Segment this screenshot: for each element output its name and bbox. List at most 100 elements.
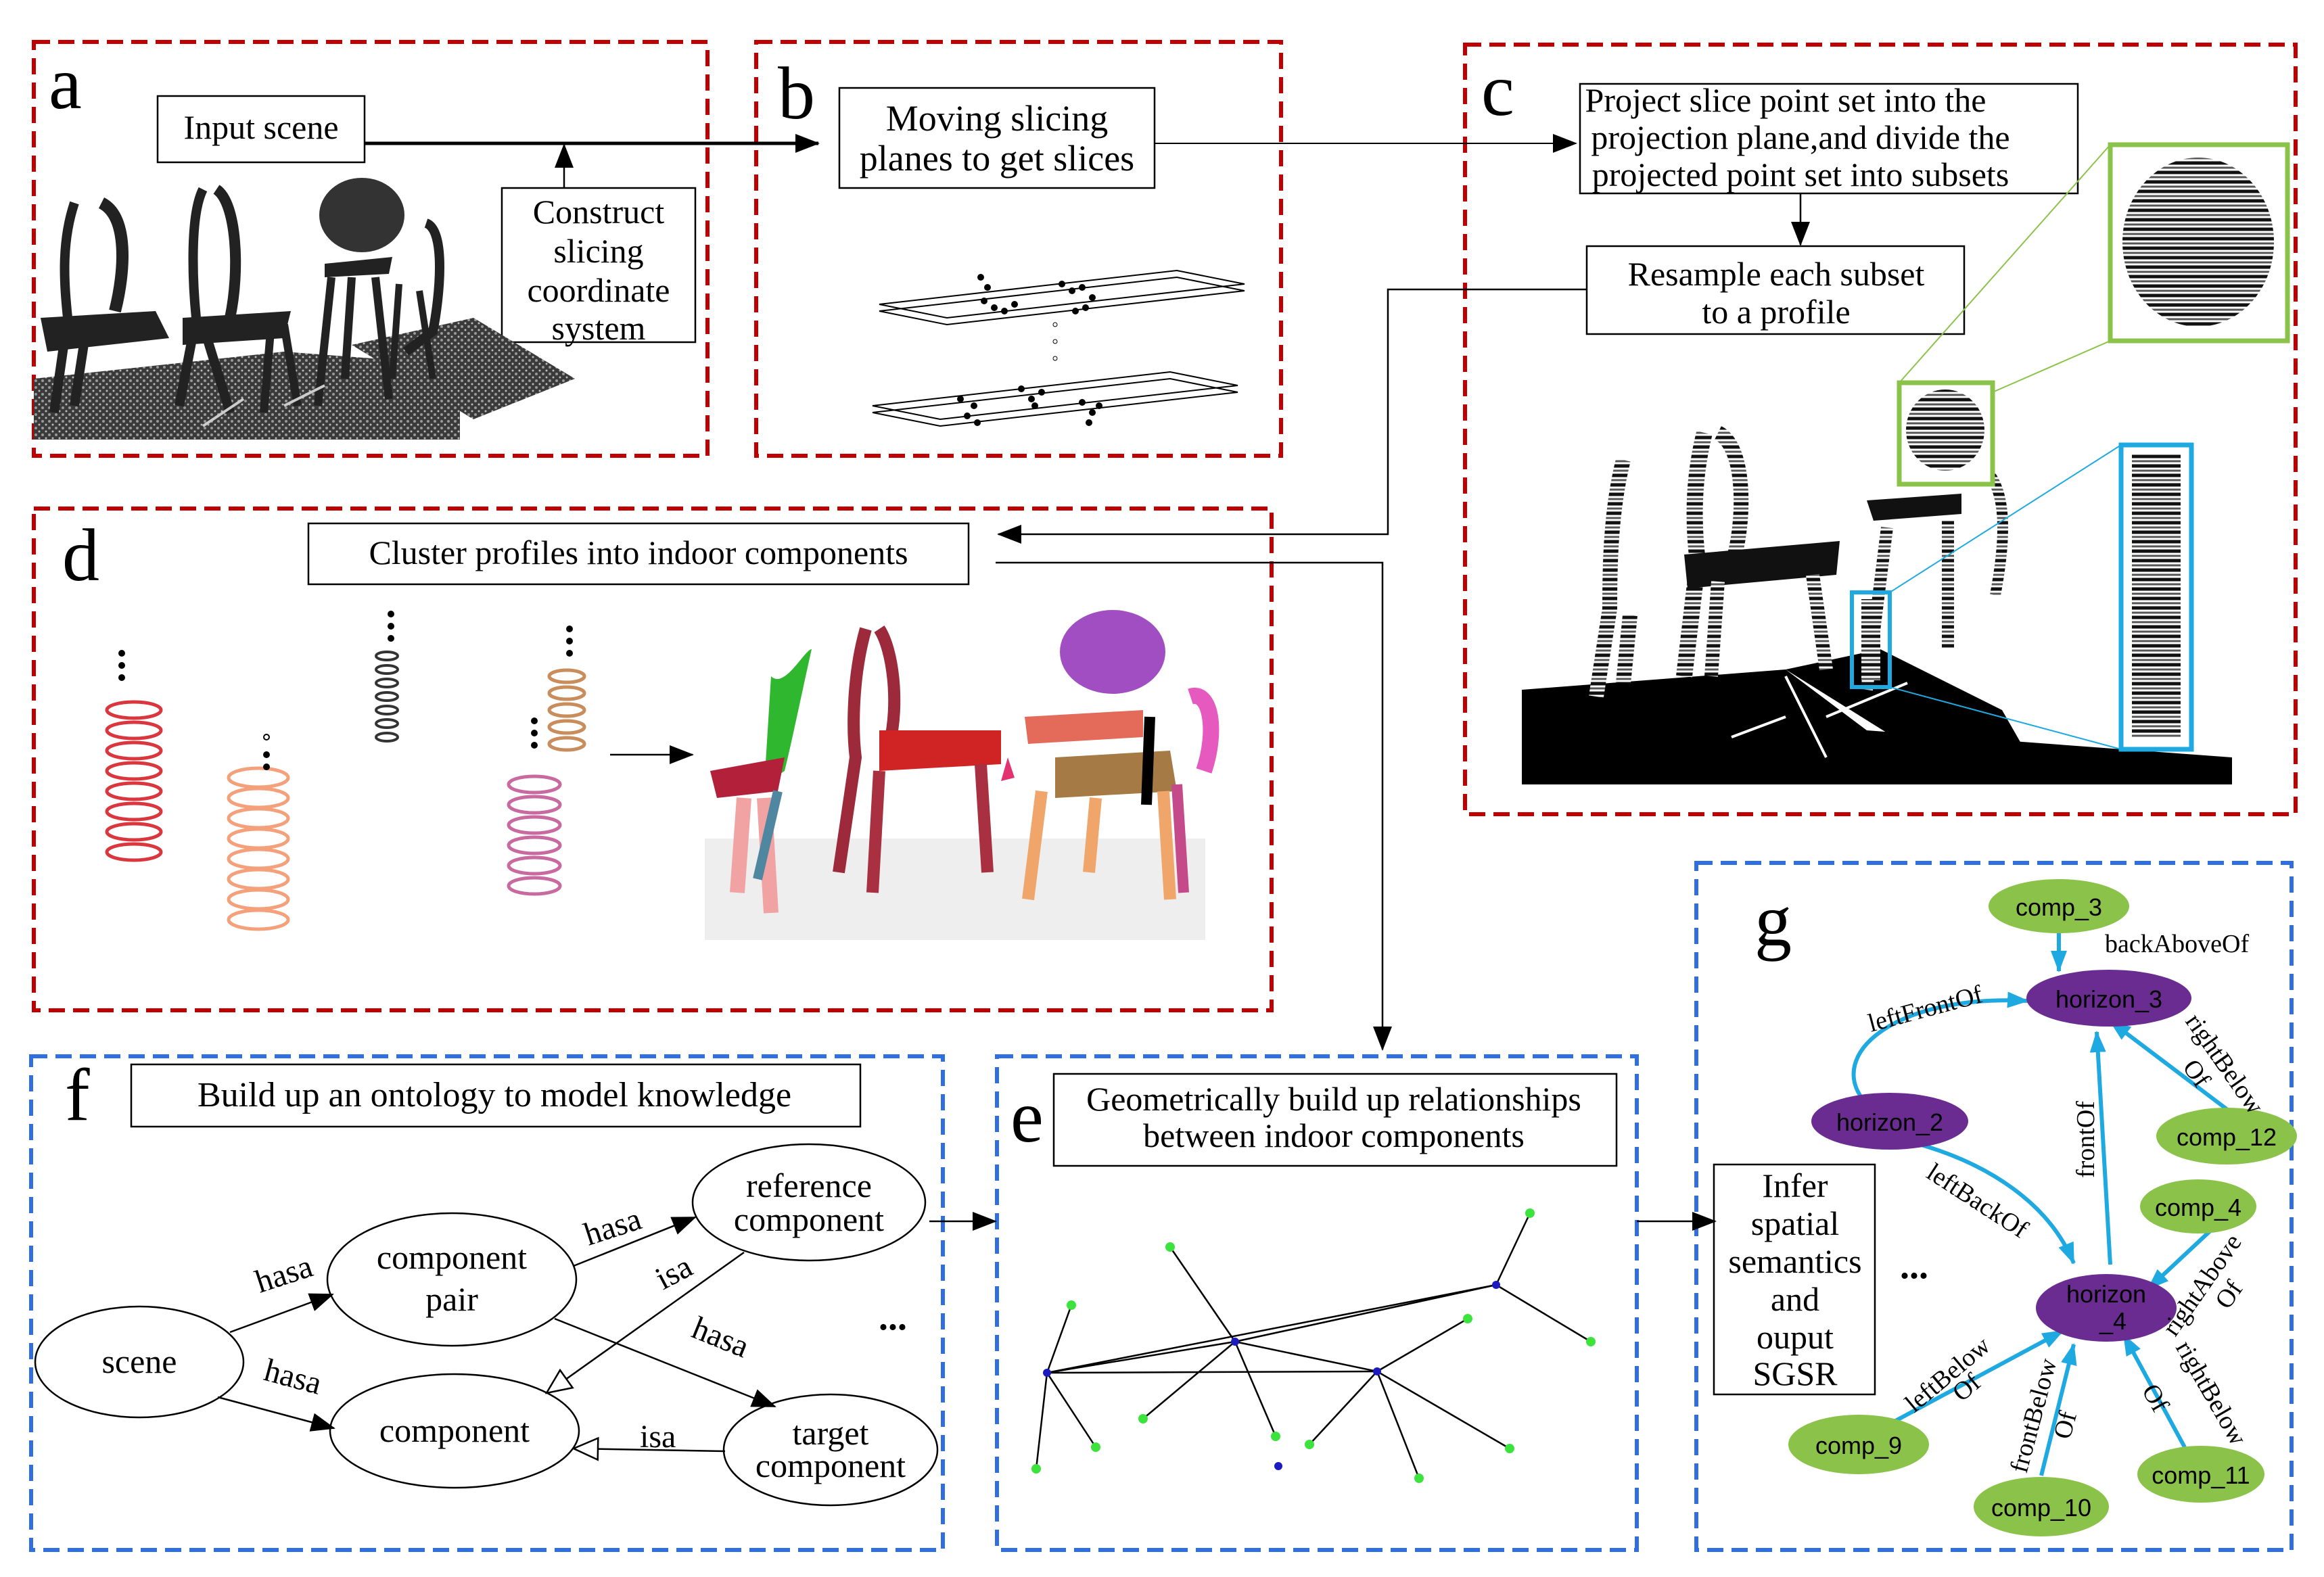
input-scene-box [156, 95, 366, 164]
node-horizon-4-line-1: horizon [2066, 1280, 2146, 1308]
node-comp-4 [2140, 1179, 2256, 1233]
node-comp-11-label: comp_11 [2152, 1461, 2250, 1489]
segmented-scene-image [705, 610, 1219, 940]
panel-c: c Project slice point set into the proje… [1463, 43, 2298, 816]
slicing-planes-illustration [872, 269, 1245, 427]
edge-hasa-4: hasa [687, 1310, 754, 1365]
resample-line-1: Resample each subset [1628, 255, 1925, 293]
panel-b: b Moving slicing planes to get slices [754, 40, 1283, 458]
panel-c-letter: c [1481, 49, 1514, 131]
edge-backAboveOf: backAboveOf [2105, 930, 2249, 958]
input-scene-label: Input scene [183, 108, 338, 146]
node-target-component [722, 1393, 939, 1507]
node-comp-12-label: comp_12 [2177, 1123, 2277, 1151]
geom-line-1: Geometrically build up relationships [1086, 1080, 1581, 1118]
node-comp-10-label: comp_10 [1991, 1494, 2091, 1522]
panel-g: g ... comp_3 horizon_3 horizon_2 comp_12… [1694, 861, 2297, 1552]
relationship-nodes [1031, 1208, 1596, 1483]
edge-frontBelowOf-line-2: Of [2048, 1408, 2083, 1442]
edge-leftFrontOf: leftFrontOf [1865, 980, 1985, 1037]
panel-f: f Build up an ontology to model knowledg… [29, 1054, 945, 1552]
panel-a-letter: a [49, 42, 82, 124]
node-comp-3-label: comp_3 [2016, 893, 2102, 921]
node-target-line-1: target [793, 1414, 869, 1452]
edge-isa-2: isa [640, 1419, 676, 1455]
moving-line-1: Moving slicing [886, 98, 1109, 139]
moving-box [838, 87, 1156, 189]
project-box [1579, 83, 2079, 195]
infer-box [1713, 1163, 1876, 1396]
node-comp-3 [1989, 879, 2129, 933]
slice-points [957, 274, 1102, 426]
panel-b-letter: b [778, 52, 815, 135]
construct-line-3: coordinate [527, 271, 670, 309]
build-label: Build up an ontology to model knowledge [197, 1076, 791, 1114]
green-zoom [1897, 142, 2290, 487]
node-comp-4-label: comp_4 [2155, 1194, 2241, 1221]
node-horizon-2 [1811, 1093, 1968, 1150]
edge-rightBelowOf-11-line-1: rightBelow [2170, 1336, 2252, 1451]
infer-box-group: Infer spatial semantics and ouput SGSR [1713, 1163, 1876, 1396]
construct-line-4: system [552, 309, 646, 347]
project-line-2: projection plane,and divide the [1591, 118, 2009, 156]
node-component-label: component [379, 1411, 530, 1449]
ontology-ellipsis: ... [879, 1296, 907, 1338]
semantic-graph-nodes: comp_3 horizon_3 horizon_2 comp_12 comp_… [1788, 879, 2297, 1536]
panel-e-letter: e [1010, 1075, 1044, 1158]
panel-a: a Input scene Construct slicing coordina… [32, 40, 710, 458]
panel-d-letter: d [62, 514, 99, 596]
node-comp-9-label: comp_9 [1815, 1432, 1902, 1459]
node-horizon-3 [2026, 970, 2191, 1027]
construct-line-2: slicing [553, 232, 643, 270]
node-comp-12 [2156, 1108, 2297, 1164]
profile-stacks [105, 651, 586, 931]
construct-line-1: Construct [533, 193, 665, 231]
edge-hasa-3: hasa [580, 1201, 646, 1253]
edge-hasa-2: hasa [260, 1352, 325, 1401]
profile-dots [118, 611, 573, 770]
node-reference-line-1: reference [746, 1167, 872, 1204]
cyan-zoom [1850, 442, 2194, 752]
edge-leftBackOf: leftBackOf [1922, 1158, 2033, 1244]
project-line-3: projected point set into subsets [1592, 156, 2009, 193]
node-scene-label: scene [101, 1342, 177, 1380]
panel-e: e Geometrically build up relationships b… [995, 1054, 1639, 1552]
edge-rightBelowOf-11-line-2: Of [2136, 1380, 2175, 1417]
infer-line-1: Infer [1762, 1167, 1828, 1204]
build-box [130, 1063, 862, 1128]
construct-box [501, 187, 697, 344]
slices-scene-image [1522, 426, 2232, 784]
infer-line-2: spatial [1751, 1204, 1840, 1242]
node-component-pair-line-1: component [377, 1238, 527, 1276]
node-comp-10 [1974, 1477, 2109, 1536]
infer-line-6: SGSR [1752, 1355, 1838, 1392]
cluster-box [307, 522, 970, 586]
node-target-line-2: component [756, 1446, 906, 1484]
relationship-graph [1035, 1213, 1591, 1479]
geom-box [1052, 1073, 1618, 1167]
ontology-graph: scene component pair reference component… [34, 1143, 939, 1507]
node-comp-11 [2137, 1446, 2264, 1503]
project-line-1: Project slice point set into the [1585, 81, 1986, 119]
infer-line-3: semantics [1728, 1242, 1861, 1280]
node-component-pair [326, 1212, 578, 1347]
resample-line-2: to a profile [1702, 293, 1850, 331]
input-scene-image [34, 178, 575, 440]
panel-g-ellipsis: ... [1900, 1245, 1928, 1287]
node-horizon-4 [2036, 1274, 2177, 1342]
node-scene [34, 1305, 245, 1419]
node-horizon-2-label: horizon_2 [1836, 1108, 1943, 1136]
edge-hasa-1: hasa [251, 1248, 317, 1300]
node-component-pair-line-2: pair [425, 1280, 478, 1318]
node-comp-9 [1788, 1415, 1929, 1474]
cluster-label: Cluster profiles into indoor components [369, 534, 908, 571]
panel-f-letter: f [65, 1054, 90, 1136]
node-reference-line-2: component [734, 1200, 884, 1238]
node-horizon-4-line-2: _4 [2099, 1307, 2127, 1335]
node-horizon-3-label: horizon_3 [2055, 985, 2162, 1013]
infer-line-5: ouput [1757, 1318, 1834, 1356]
moving-line-2: planes to get slices [860, 138, 1134, 179]
node-reference-component [691, 1143, 927, 1262]
edge-frontOf: frontOf [2072, 1101, 2100, 1178]
